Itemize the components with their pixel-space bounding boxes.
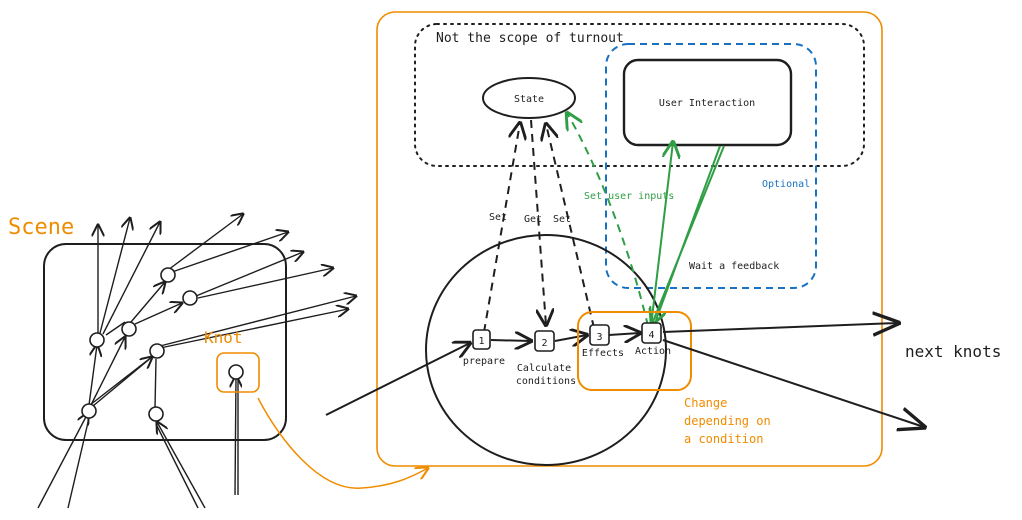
wait-feedback-label: Wait a feedback: [689, 261, 779, 272]
state-flows: [483, 120, 595, 333]
knot-detail-frame: [376, 11, 883, 467]
interaction-flows: [567, 113, 725, 326]
optional-label: Optional: [762, 179, 810, 190]
scene-node: [121, 321, 137, 337]
step-number: 2: [541, 338, 547, 349]
turn-circle: [425, 234, 667, 466]
set-label-1: Set: [489, 212, 507, 223]
get-label: Get: [524, 214, 542, 225]
scene-node: [160, 267, 176, 283]
step-label: Effects: [582, 348, 624, 359]
knot-zoom-connector: [257, 397, 428, 489]
out-of-scope-region: [414, 23, 865, 167]
user-interaction-label: User Interaction: [659, 98, 755, 109]
step-label: Calculate: [517, 363, 571, 374]
state-node: [482, 77, 576, 119]
scene-graph: [37, 214, 356, 509]
scene-node: [81, 403, 97, 419]
scene-node: [228, 364, 244, 380]
change-note-line-1: Change: [684, 396, 727, 410]
step-label: prepare: [463, 356, 505, 367]
step-chain: [490, 333, 640, 341]
exit-arrows: [662, 323, 924, 427]
step-number: 1: [478, 336, 484, 347]
knot-label: Knot: [204, 328, 243, 347]
scene-node: [182, 290, 198, 306]
step-3: 3 Effects: [582, 324, 624, 359]
scene-title: Scene: [8, 215, 74, 240]
entry-arrow: [325, 343, 470, 416]
step-label: Action: [635, 346, 671, 357]
scene-nodes: [81, 267, 244, 422]
step-1: 1 prepare: [463, 329, 505, 367]
step-number: 3: [596, 332, 602, 343]
state-label: State: [514, 94, 544, 105]
conditional-box: [577, 311, 692, 391]
knot-highlight: [216, 352, 260, 393]
change-note-line-2: depending on: [684, 414, 771, 428]
next-knots-label: next knots: [905, 342, 1001, 361]
set-label-2: Set: [553, 214, 571, 225]
scene-box: [43, 243, 287, 441]
step-2: 2 Calculate conditions: [516, 330, 576, 387]
set-user-inputs-label: Set user inputs: [584, 191, 674, 202]
optional-region: [605, 43, 817, 289]
step-label: conditions: [516, 376, 576, 387]
scene-node: [149, 343, 165, 359]
scene-node: [148, 406, 164, 422]
step-4: 4 Action: [635, 322, 671, 357]
step-number: 4: [648, 330, 654, 341]
change-note-line-3: a condition: [684, 432, 763, 446]
user-interaction-node: [622, 58, 793, 147]
scene-node: [89, 332, 105, 348]
scope-note: Not the scope of turnout: [436, 31, 624, 46]
